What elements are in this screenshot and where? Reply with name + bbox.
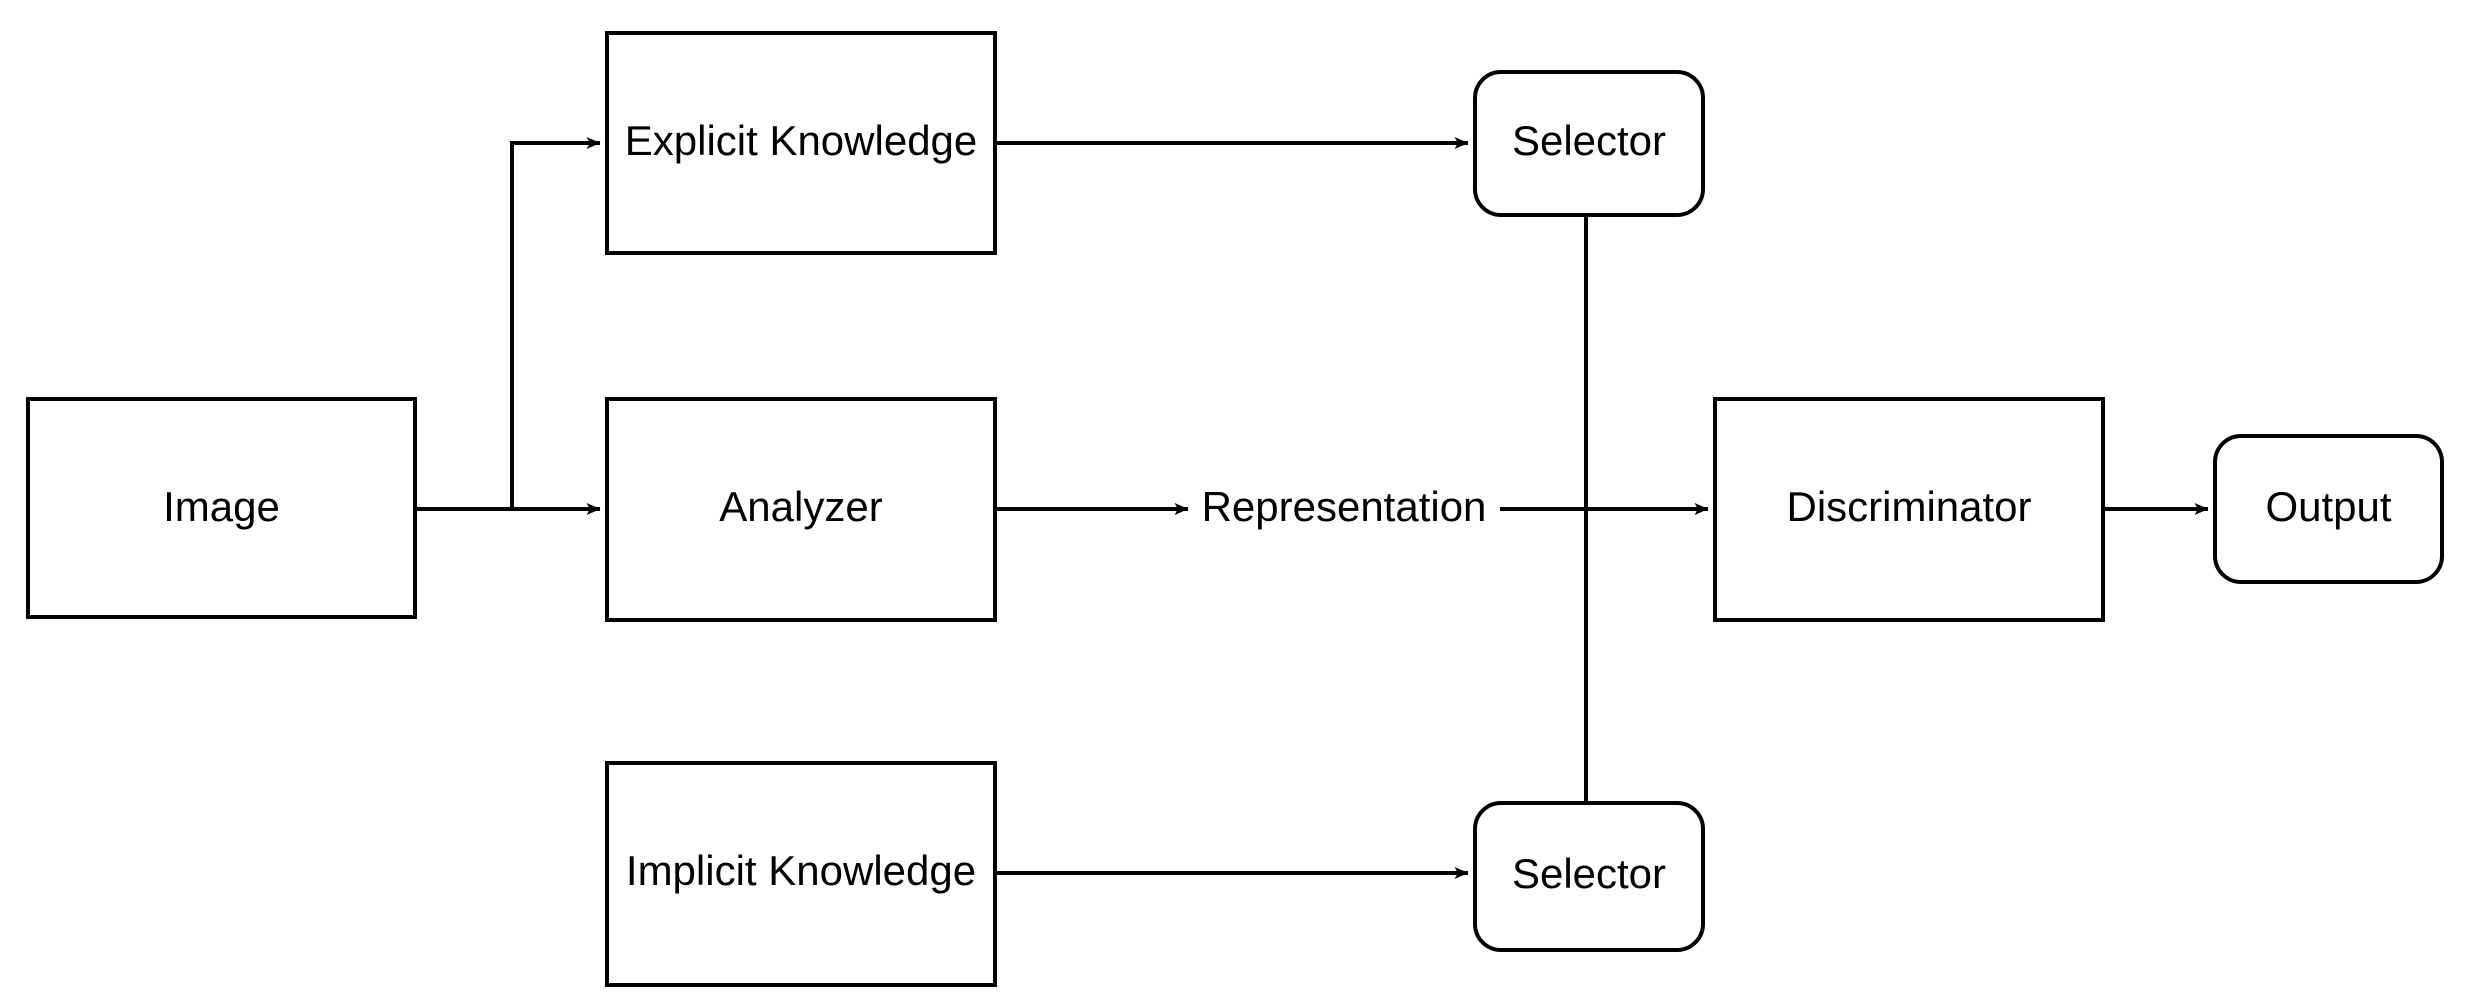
node-analyzer[interactable]: Analyzer	[605, 397, 997, 622]
node-selector-top-shape	[1473, 70, 1705, 217]
node-image-shape	[26, 397, 417, 619]
node-selector-top[interactable]: Selector	[1473, 70, 1705, 217]
node-discriminator-label: Discriminator	[1786, 483, 2031, 530]
node-image-label: Image	[163, 483, 280, 530]
node-discriminator[interactable]: Discriminator	[1713, 397, 2105, 622]
node-explicit-knowledge-label: Explicit Knowledge	[625, 117, 978, 164]
label-representation-backdrop	[1190, 480, 1498, 538]
node-output-shape	[2213, 434, 2444, 584]
label-representation: Representation	[1190, 480, 1498, 538]
node-selector-top-label: Selector	[1512, 117, 1666, 164]
node-implicit-knowledge-label: Implicit Knowledge	[626, 847, 976, 894]
label-representation-text: Representation	[1202, 483, 1487, 530]
node-selector-bottom-label: Selector	[1512, 850, 1666, 897]
node-explicit-knowledge-shape	[605, 31, 997, 255]
node-explicit-knowledge[interactable]: Explicit Knowledge	[605, 31, 997, 255]
node-image[interactable]: Image	[26, 397, 417, 619]
node-analyzer-shape	[605, 397, 997, 622]
node-analyzer-label: Analyzer	[719, 483, 882, 530]
node-discriminator-shape	[1713, 397, 2105, 622]
node-output[interactable]: Output	[2213, 434, 2444, 584]
node-selector-bottom[interactable]: Selector	[1473, 801, 1705, 952]
node-implicit-knowledge-shape	[605, 761, 997, 987]
node-selector-bottom-shape	[1473, 801, 1705, 952]
edge-image-to-explicit-knowledge	[510, 137, 601, 509]
node-implicit-knowledge[interactable]: Implicit Knowledge	[605, 761, 997, 987]
node-output-label: Output	[2265, 483, 2391, 530]
